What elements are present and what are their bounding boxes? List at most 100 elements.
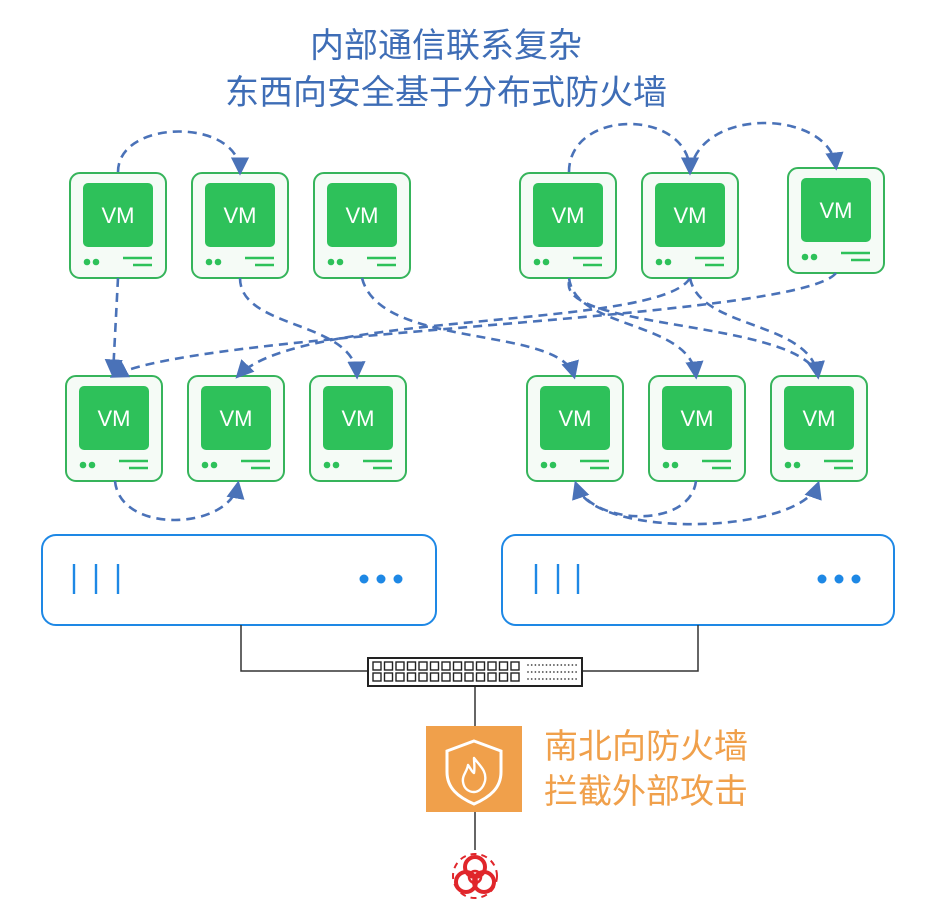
vm-label: VM [681, 406, 714, 431]
arrow-vm4-vm12 [567, 281, 820, 377]
switch-vent [560, 678, 563, 680]
arrow-vm11-vm10 [572, 480, 698, 518]
switch-vent [530, 671, 533, 673]
vm-label: VM [102, 203, 135, 228]
switch-vent [538, 671, 540, 673]
arrow-vm10-vm12 [574, 480, 822, 526]
vm-led-icon [79, 461, 87, 469]
switch-port [372, 672, 382, 682]
switch-port [418, 661, 428, 671]
vm-label: VM [803, 406, 836, 431]
vm-led-icon [664, 258, 672, 266]
switch-vent [549, 671, 552, 673]
arrow-vm7-vm8 [113, 480, 245, 522]
vm-led-icon [210, 461, 218, 469]
vm-led-icon [92, 258, 100, 266]
switch-port [406, 661, 417, 671]
server-left [41, 534, 437, 626]
switch-port [487, 661, 497, 671]
vm-screen [533, 183, 603, 247]
switch-vent [538, 664, 540, 666]
switch-vent [549, 678, 552, 680]
switch-vent [564, 664, 566, 666]
network-switch-icon [367, 657, 583, 687]
switch-vent [549, 664, 552, 666]
vm-label: VM [342, 406, 375, 431]
arrow-vm1-vm2 [116, 130, 250, 176]
shield-fire-icon [445, 739, 503, 806]
switch-vent [553, 664, 555, 666]
switch-port [395, 672, 405, 682]
vm-node: VM [787, 167, 885, 274]
arrow-vm1-vm7 [104, 277, 123, 378]
title-line-2: 东西向安全基于分布式防火墙 [225, 73, 667, 113]
vm-screen [655, 183, 725, 247]
switch-vent [538, 678, 540, 680]
vm-led-icon [784, 461, 792, 469]
switch-vent [571, 664, 574, 666]
switch-port [429, 661, 440, 671]
vm-led-icon [83, 258, 91, 266]
arrow-vm5-vm12 [688, 277, 825, 380]
switch-port [383, 661, 394, 671]
vm-screen [83, 183, 153, 247]
vm-node: VM [526, 375, 624, 482]
switch-vent [553, 671, 555, 673]
vm-screen [540, 386, 610, 450]
switch-port [441, 672, 451, 682]
switch-vent [567, 664, 570, 666]
vm-node: VM [648, 375, 746, 482]
vm-label: VM [224, 203, 257, 228]
switch-port [475, 672, 486, 682]
vm-led-icon [662, 461, 670, 469]
switch-vent [564, 671, 566, 673]
drive-slot-icon [534, 564, 580, 594]
vm-label: VM [98, 406, 131, 431]
switch-port [383, 672, 394, 682]
arrow-vm5-vm6 [688, 121, 844, 173]
vm-node: VM [309, 375, 407, 482]
switch-port [464, 672, 474, 682]
vm-node: VM [69, 172, 167, 279]
vm-led-icon [332, 461, 340, 469]
switch-port [418, 672, 428, 682]
vm-led-icon [540, 461, 548, 469]
switch-vent [553, 678, 555, 680]
switch-port [464, 661, 474, 671]
vm-led-icon [327, 258, 335, 266]
vm-led-icon [671, 461, 679, 469]
vm-label: VM [552, 203, 585, 228]
firewall-box [426, 726, 522, 812]
switch-port [372, 661, 382, 671]
biohazard-icon [452, 853, 498, 899]
switch-port [406, 672, 417, 682]
arrow-vm4-vm11 [567, 277, 704, 380]
switch-vent [530, 678, 533, 680]
vm-node: VM [187, 375, 285, 482]
firewall-label-line-1: 南北向防火墙 [544, 727, 748, 767]
switch-vent [545, 664, 548, 666]
switch-port [510, 661, 520, 671]
vm-led-icon [549, 461, 557, 469]
vm-label: VM [559, 406, 592, 431]
switch-vent [534, 664, 537, 666]
switch-vent [575, 671, 577, 673]
vm-led-icon [323, 461, 331, 469]
east-west-traffic-arrows [104, 121, 844, 526]
vm-led-icon [533, 258, 541, 266]
vm-led-icon [214, 258, 222, 266]
vm-screen [79, 386, 149, 450]
vm-led-icon [88, 461, 96, 469]
switch-vent [571, 678, 574, 680]
switch-vent [530, 664, 533, 666]
switch-vent [571, 671, 574, 673]
switch-vent [527, 671, 529, 673]
switch-vent [567, 678, 570, 680]
switch-port [475, 661, 486, 671]
switch-vent [545, 678, 548, 680]
switch-port [498, 672, 509, 682]
vm-screen [323, 386, 393, 450]
vm-screen [801, 178, 871, 242]
switch-vent [564, 678, 566, 680]
